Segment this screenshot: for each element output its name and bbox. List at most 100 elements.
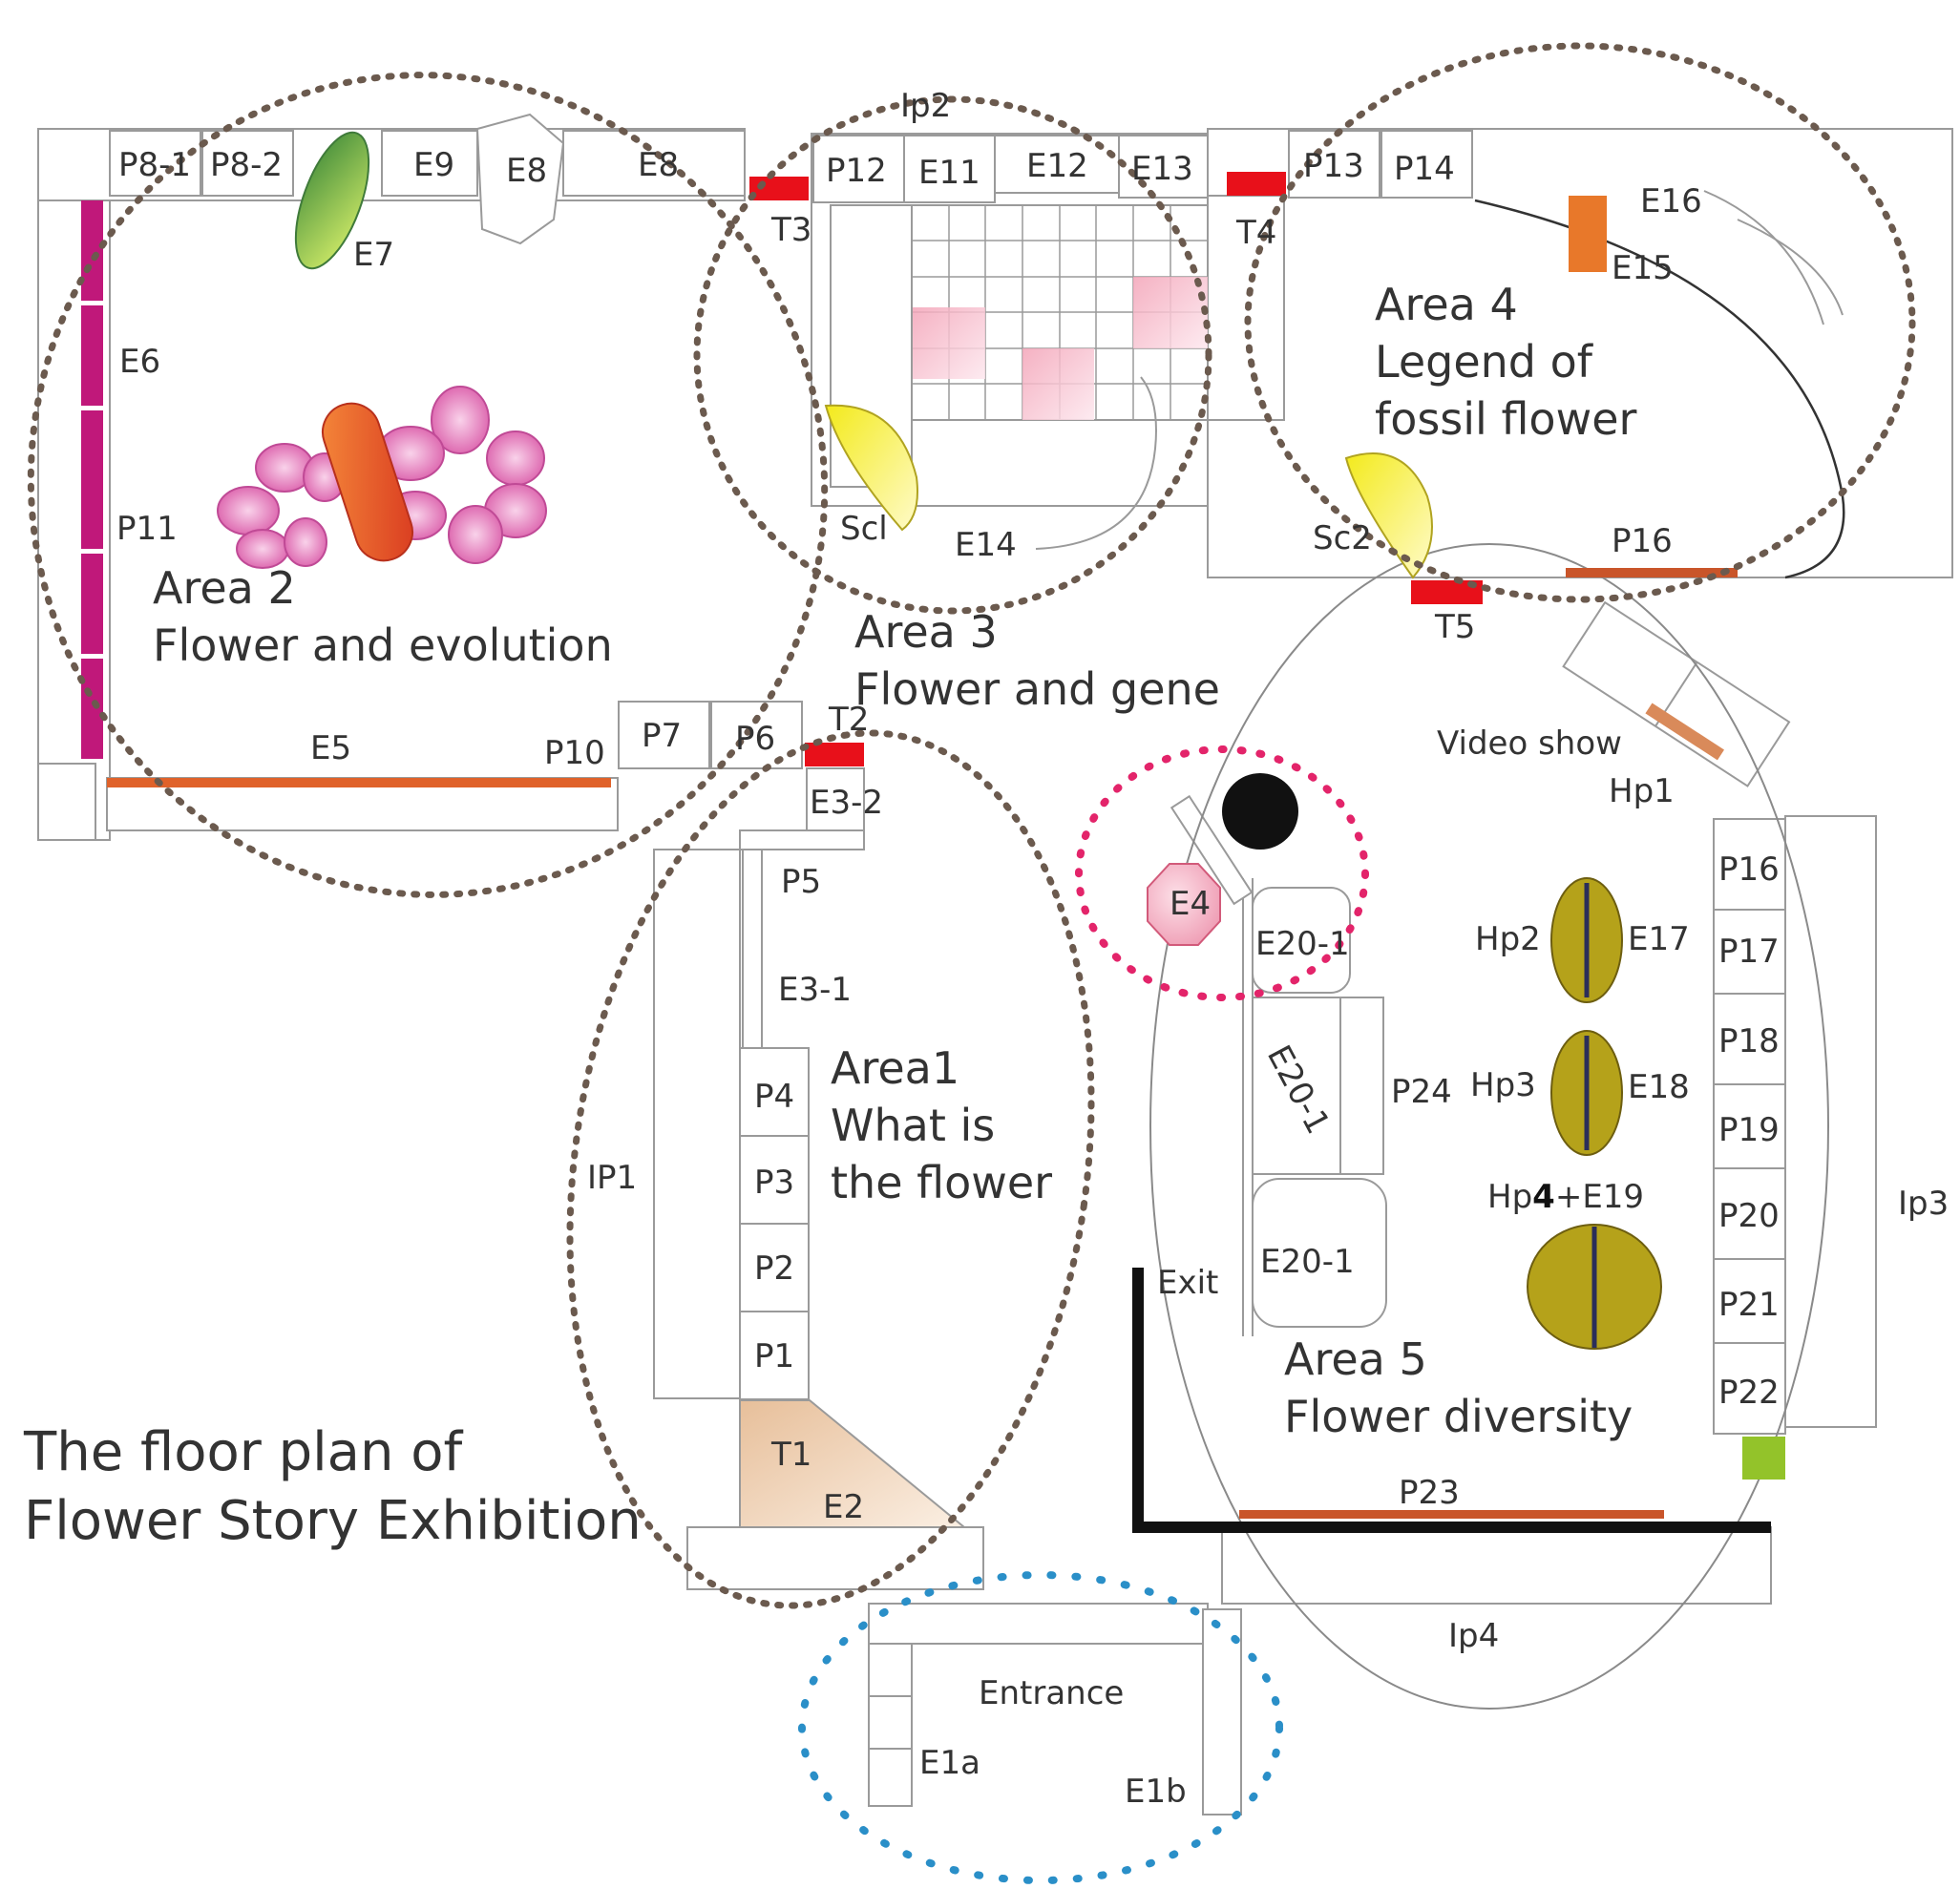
label-e2: E2 <box>823 1488 864 1526</box>
e5-panel <box>107 778 611 787</box>
label-e8: E8 <box>638 146 679 184</box>
label-hp1: Hp1 <box>1609 772 1675 810</box>
label-ip1: IP1 <box>587 1159 637 1197</box>
booth-p2 <box>739 1223 810 1312</box>
label-e8-hex: E8 <box>506 152 547 190</box>
label-e14: E14 <box>955 526 1017 564</box>
p11-panel-2 <box>81 554 103 654</box>
label-e18: E18 <box>1628 1068 1690 1106</box>
label-p24: P24 <box>1391 1073 1452 1111</box>
area4-outline <box>1244 42 1916 603</box>
label-hp3: Hp3 <box>1470 1066 1536 1104</box>
label-p16b: P16 <box>1718 850 1780 889</box>
area4-subtitle-2: fossil flower <box>1375 393 1636 445</box>
area5-subtitle: Flower diversity <box>1284 1391 1633 1442</box>
booth-p24 <box>1339 997 1384 1175</box>
label-hp4-number: 4 <box>1532 1178 1555 1216</box>
e1a-block <box>868 1643 913 1807</box>
area4-subtitle-1: Legend of <box>1375 336 1594 388</box>
area2-name: Area 2 <box>153 562 296 614</box>
flower-illustration <box>217 386 547 569</box>
area1-corridor <box>653 849 741 1399</box>
label-e12: E12 <box>1026 147 1088 185</box>
area1-name: Area1 <box>831 1042 959 1094</box>
area1-bottom <box>686 1526 984 1590</box>
area3-outline <box>693 95 1212 615</box>
entrance-outline <box>798 1571 1283 1884</box>
label-p12: P12 <box>826 152 887 190</box>
booth-p8-2 <box>201 130 294 197</box>
label-ip4: Ip4 <box>1448 1617 1499 1655</box>
colored-exhibits <box>81 131 1785 1533</box>
t4-tv <box>1227 172 1286 196</box>
e14-grid <box>911 204 1209 550</box>
label-e11: E11 <box>918 154 980 192</box>
ip3-wall <box>1784 815 1877 1428</box>
label-e13: E13 <box>1131 150 1193 188</box>
label-entrance: Entrance <box>979 1674 1124 1712</box>
label-e7: E7 <box>353 236 394 274</box>
label-e5: E5 <box>310 729 351 767</box>
booth-e8-hex <box>475 113 565 245</box>
label-e6: E6 <box>119 343 160 381</box>
t3-tv <box>749 177 809 200</box>
area1-top <box>739 829 865 850</box>
booth-e20-1c <box>1252 1178 1387 1328</box>
e7-oval <box>294 131 370 270</box>
booth-e9 <box>381 130 478 197</box>
e3-1-strip <box>742 834 763 1051</box>
e4-outline <box>1075 745 1369 1001</box>
booth-p13 <box>1288 130 1380 199</box>
label-p8-2: P8-2 <box>210 146 283 184</box>
label-e20-1a: E20-1 <box>1255 925 1350 963</box>
label-p8-1: P8-1 <box>118 146 191 184</box>
booth-p7 <box>618 701 710 769</box>
walls <box>37 113 1953 1816</box>
booth-p16b <box>1713 818 1786 911</box>
area1-subtitle-2: the flower <box>831 1157 1052 1208</box>
area-outlines <box>27 42 1916 1884</box>
booth-e8 <box>562 130 746 197</box>
hp1-bar <box>1645 703 1725 761</box>
label-p6: P6 <box>735 720 775 758</box>
p23-strip <box>1239 1510 1664 1519</box>
area5-oval <box>1149 543 1829 1710</box>
label-hp4-e19: Hp4+E19 <box>1487 1178 1644 1216</box>
label-t3: T3 <box>770 211 811 249</box>
booth-p6 <box>710 701 803 769</box>
e2-block <box>739 1399 967 1528</box>
label-t4: T4 <box>1235 214 1276 252</box>
area4-name: Area 4 <box>1375 279 1518 330</box>
label-e9: E9 <box>413 146 454 184</box>
booth-p3 <box>739 1135 810 1225</box>
area1-subtitle-1: What is <box>831 1100 995 1151</box>
area2-subtitle: Flower and evolution <box>153 619 613 671</box>
label-e3-1: E3-1 <box>778 971 852 1009</box>
area-titles: Area 2 Flower and evolution Area 3 Flowe… <box>153 279 1636 1442</box>
area4-curves <box>1474 190 1845 579</box>
booth-p8-1 <box>109 130 201 197</box>
area2-room-bottom <box>37 763 96 841</box>
label-p11: P11 <box>116 510 178 548</box>
label-p18: P18 <box>1718 1022 1780 1060</box>
label-p10: P10 <box>544 734 605 772</box>
entrance-top <box>868 1603 1209 1645</box>
label-e19: +E19 <box>1555 1178 1644 1216</box>
p16-strip <box>1566 568 1738 577</box>
booth-p19 <box>1713 1083 1786 1169</box>
exit-wall <box>1132 1268 1771 1533</box>
label-e16: E16 <box>1640 182 1702 220</box>
label-p19: P19 <box>1718 1111 1780 1149</box>
label-p3: P3 <box>754 1164 794 1202</box>
label-e20-1c: E20-1 <box>1260 1243 1355 1281</box>
label-e17: E17 <box>1628 920 1690 958</box>
booth-p1 <box>739 1311 810 1400</box>
black-pillar <box>1222 773 1298 850</box>
sc2-screen <box>1344 452 1433 579</box>
p11-panel-3 <box>81 659 103 759</box>
label-p14: P14 <box>1394 150 1455 188</box>
label-e15: E15 <box>1612 249 1674 287</box>
olive-pods <box>1527 877 1662 1350</box>
label-e1b: E1b <box>1125 1773 1187 1811</box>
